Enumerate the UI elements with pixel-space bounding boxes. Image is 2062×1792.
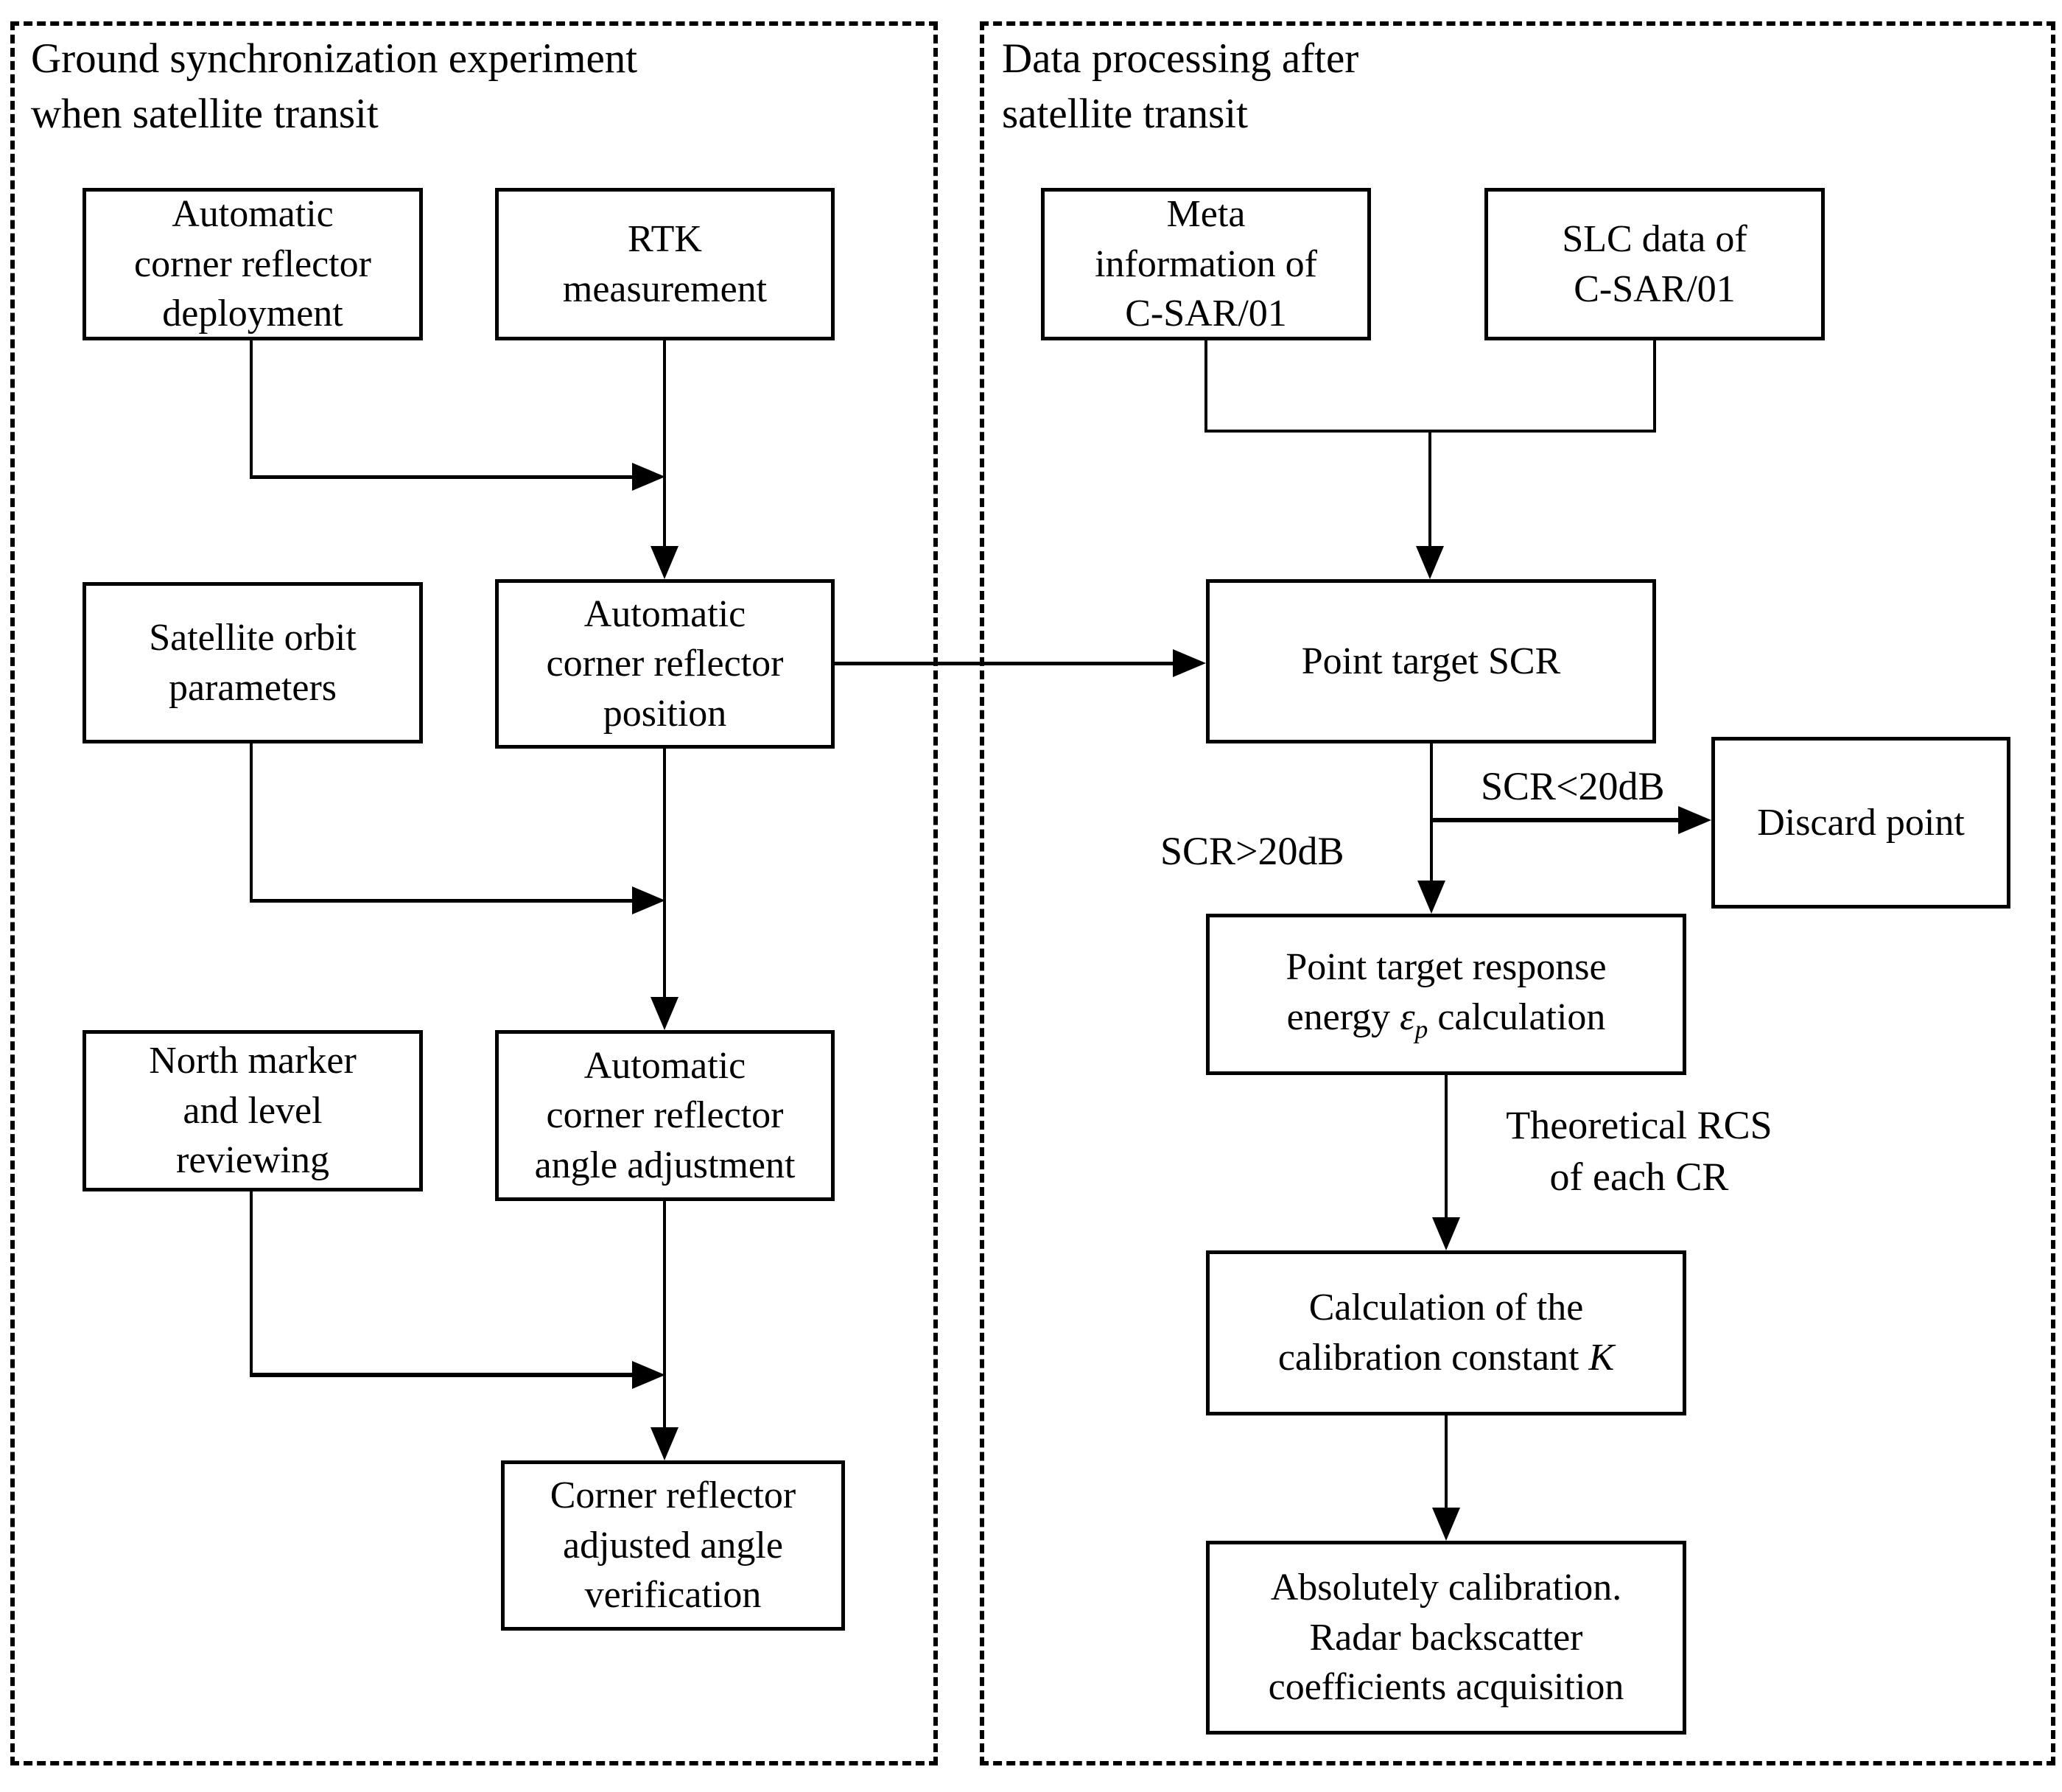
connector-scr-to-response <box>1430 743 1433 881</box>
calibration-line2-text: calibration constant <box>1277 1337 1589 1379</box>
node-point-target-scr: Point target SCR <box>1206 579 1656 743</box>
arrowhead-into-position <box>650 546 678 579</box>
node-point-target-response-energy: Point target response energy εp calculat… <box>1206 914 1686 1075</box>
arrowhead-into-scr-left <box>1173 649 1206 677</box>
arrowhead-into-absolute <box>1432 1508 1460 1541</box>
node-automatic-corner-reflector-position: Automatic corner reflector position <box>495 579 835 749</box>
arrowhead-into-discard <box>1678 806 1711 834</box>
connector-calibration-to-absolute <box>1445 1415 1448 1508</box>
node-discard-point: Discard point <box>1711 737 2010 909</box>
calibration-line2: calibration constant K <box>1278 1333 1614 1383</box>
edge-label-scr-greater-20db: SCR>20dB <box>1160 829 1344 873</box>
connector-deployment-horizontal <box>250 475 634 479</box>
node-automatic-corner-reflector-deployment: Automatic corner reflector deployment <box>83 188 423 340</box>
connector-north-drop <box>250 1191 253 1376</box>
connector-north-horizontal <box>250 1373 634 1377</box>
connector-angle-to-verification <box>663 1201 666 1428</box>
response-line2: energy εp calculation <box>1287 993 1606 1046</box>
node-calibration-constant: Calculation of the calibration constant … <box>1206 1250 1686 1415</box>
connector-deployment-drop <box>250 340 253 479</box>
arrowhead-orbit-into-trunk <box>632 886 665 914</box>
calibration-line1: Calculation of the <box>1308 1287 1584 1329</box>
epsilon-symbol: ε <box>1400 995 1415 1038</box>
node-north-marker-level-reviewing: North marker and level reviewing <box>83 1030 423 1191</box>
right-panel <box>980 21 2055 1765</box>
left-panel-title: Ground synchronization experiment when s… <box>31 35 638 138</box>
node-absolute-calibration: Absolutely calibration. Radar backscatte… <box>1206 1541 1686 1735</box>
connector-orbit-drop <box>250 743 253 903</box>
arrowhead-into-response <box>1417 881 1445 914</box>
connector-rtk-to-position <box>663 340 666 547</box>
node-rtk-measurement: RTK measurement <box>495 188 835 340</box>
left-panel <box>10 21 938 1765</box>
connector-position-to-angle <box>663 749 666 998</box>
edge-label-theoretical-rcs: Theoretical RCS of each CR <box>1506 1103 1772 1200</box>
arrowhead-deployment-into-trunk <box>632 463 665 491</box>
epsilon-subscript: p <box>1414 1014 1428 1044</box>
node-slc-data: SLC data of C-SAR/01 <box>1484 188 1825 340</box>
connector-response-to-calibration <box>1445 1075 1448 1218</box>
edge-label-scr-less-20db: SCR<20dB <box>1481 764 1665 808</box>
node-automatic-corner-reflector-angle-adjustment: Automatic corner reflector angle adjustm… <box>495 1030 835 1201</box>
connector-bus-to-scr <box>1428 431 1431 547</box>
node-satellite-orbit-parameters: Satellite orbit parameters <box>83 582 423 743</box>
arrowhead-into-angle-adjustment <box>650 997 678 1030</box>
response-line1: Point target response <box>1286 946 1607 989</box>
connector-branch-to-discard <box>1430 818 1679 822</box>
connector-position-to-scr <box>835 662 1174 665</box>
response-calculation-word: calculation <box>1428 995 1606 1038</box>
connector-orbit-horizontal <box>250 899 634 903</box>
arrowhead-north-into-trunk <box>632 1361 665 1389</box>
node-corner-reflector-adjusted-angle-verification: Corner reflector adjusted angle verifica… <box>501 1460 845 1631</box>
k-symbol: K <box>1588 1337 1615 1379</box>
arrowhead-into-calibration <box>1432 1217 1460 1250</box>
arrowhead-into-scr-top <box>1416 546 1444 579</box>
node-meta-information: Meta information of C-SAR/01 <box>1041 188 1371 340</box>
response-energy-word: energy <box>1286 995 1400 1038</box>
arrowhead-into-verification <box>650 1427 678 1460</box>
connector-meta-drop <box>1204 340 1207 433</box>
connector-slc-drop <box>1653 340 1656 433</box>
right-panel-title: Data processing after satellite transit <box>1002 35 1359 138</box>
